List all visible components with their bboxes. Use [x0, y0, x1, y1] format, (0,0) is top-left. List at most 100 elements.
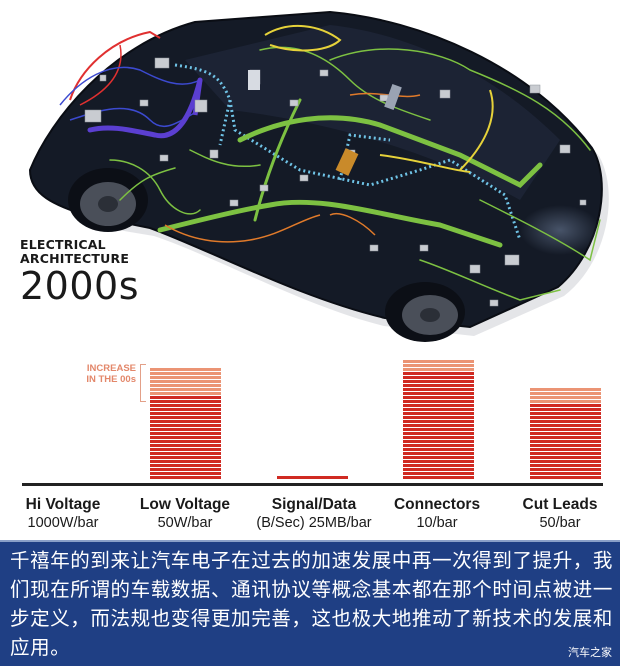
increase-stripe	[150, 372, 221, 375]
category-name: Low Voltage	[139, 496, 231, 513]
base-stripe	[150, 456, 221, 459]
watermark: 汽车之家	[568, 646, 612, 659]
category-name: Hi Voltage	[25, 496, 101, 513]
base-stripe	[530, 428, 601, 431]
caption-text: 千禧年的到来让汽车电子在过去的加速发展中再一次得到了提升，我们现在所谓的车载数据…	[10, 549, 614, 659]
base-stripe	[403, 384, 474, 387]
category-name: Connectors	[393, 496, 481, 513]
bar-chart: INCREASE IN THE 00s Hi Voltage 1000W/bar…	[0, 340, 620, 540]
increase-stripe	[403, 360, 474, 363]
chart-title: ELECTRICAL ARCHITECTURE 2000s	[20, 237, 140, 308]
bar-low-voltage	[150, 368, 221, 480]
category-cut-leads: Cut Leads 50/bar	[490, 496, 620, 532]
base-stripe	[403, 452, 474, 455]
base-stripe	[403, 444, 474, 447]
category-unit: 50/bar	[539, 515, 581, 531]
bar-signal-data	[277, 476, 348, 480]
base-stripe	[403, 380, 474, 383]
increase-label-line-2: IN THE 00s	[86, 374, 136, 385]
increase-stripe	[150, 392, 221, 395]
increase-stripe	[150, 376, 221, 379]
base-stripe	[150, 440, 221, 443]
base-stripe	[403, 396, 474, 399]
base-stripe	[403, 416, 474, 419]
base-stripe	[403, 448, 474, 451]
base-stripe	[150, 404, 221, 407]
base-stripe	[150, 436, 221, 439]
base-stripe	[530, 468, 601, 471]
base-stripe	[403, 428, 474, 431]
base-stripe	[150, 468, 221, 471]
category-unit: (B/Sec) 25MB/bar	[256, 515, 372, 531]
increase-stripe	[150, 368, 221, 371]
base-stripe	[403, 476, 474, 479]
base-stripe	[403, 388, 474, 391]
base-stripe	[530, 452, 601, 455]
base-stripe	[150, 400, 221, 403]
increase-stripe	[530, 396, 601, 399]
category-low-voltage: Low Voltage 50W/bar	[115, 496, 255, 532]
caption-box: 千禧年的到来让汽车电子在过去的加速发展中再一次得到了提升，我们现在所谓的车载数据…	[0, 540, 620, 666]
increase-stripe	[150, 380, 221, 383]
base-stripe	[403, 412, 474, 415]
base-stripe	[530, 432, 601, 435]
base-stripe	[403, 408, 474, 411]
base-stripe	[403, 400, 474, 403]
base-stripe	[530, 412, 601, 415]
base-stripe	[530, 420, 601, 423]
increase-stripe	[530, 392, 601, 395]
base-stripe	[150, 412, 221, 415]
base-stripe	[530, 460, 601, 463]
base-stripe	[150, 476, 221, 479]
base-stripe	[150, 472, 221, 475]
category-unit: 1000W/bar	[27, 515, 99, 531]
base-stripe	[530, 408, 601, 411]
increase-stripe	[150, 388, 221, 391]
increase-stripe	[403, 364, 474, 367]
category-connectors: Connectors 10/bar	[367, 496, 507, 532]
base-stripe	[403, 460, 474, 463]
base-stripe	[530, 404, 601, 407]
category-signal-data: Signal/Data (B/Sec) 25MB/bar	[244, 496, 384, 532]
base-stripe	[150, 464, 221, 467]
category-unit: 50W/bar	[157, 515, 213, 531]
title-line-1: ELECTRICAL	[20, 237, 106, 252]
base-stripe	[277, 476, 348, 479]
base-stripe	[150, 408, 221, 411]
increase-bracket	[140, 364, 146, 402]
base-stripe	[403, 404, 474, 407]
base-stripe	[150, 452, 221, 455]
base-stripe	[150, 416, 221, 419]
base-stripe	[403, 376, 474, 379]
category-hi-voltage: Hi Voltage 1000W/bar	[0, 496, 133, 532]
base-stripe	[150, 428, 221, 431]
base-stripe	[403, 456, 474, 459]
increase-stripe	[530, 388, 601, 391]
x-axis-baseline	[22, 483, 603, 486]
category-name: Cut Leads	[522, 496, 598, 513]
category-unit: 10/bar	[416, 515, 458, 531]
base-stripe	[530, 444, 601, 447]
base-stripe	[403, 432, 474, 435]
base-stripe	[403, 372, 474, 375]
base-stripe	[530, 436, 601, 439]
base-stripe	[530, 440, 601, 443]
title-era: 2000s	[20, 264, 140, 308]
base-stripe	[530, 448, 601, 451]
rear-wheel	[385, 282, 465, 342]
base-stripe	[403, 440, 474, 443]
increase-label-line-1: INCREASE	[86, 363, 136, 374]
base-stripe	[530, 476, 601, 479]
increase-legend-label: INCREASE IN THE 00s	[72, 363, 136, 385]
base-stripe	[150, 444, 221, 447]
base-stripe	[403, 468, 474, 471]
bar-connectors	[403, 360, 474, 480]
bar-cut-leads	[530, 388, 601, 480]
base-stripe	[403, 392, 474, 395]
base-stripe	[530, 416, 601, 419]
base-stripe	[150, 432, 221, 435]
base-stripe	[150, 420, 221, 423]
base-stripe	[530, 456, 601, 459]
increase-stripe	[530, 400, 601, 403]
base-stripe	[530, 424, 601, 427]
